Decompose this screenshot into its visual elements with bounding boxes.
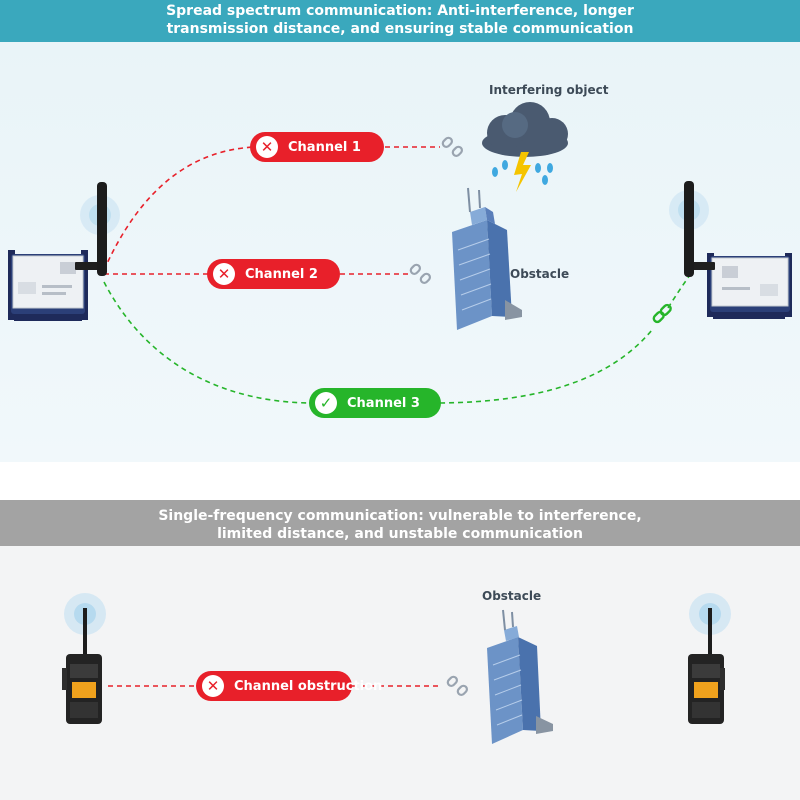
spread-spectrum-title-line1: Spread spectrum communication: Anti-inte… [166, 3, 634, 19]
channel-obstruction-label: Channel obstruction [234, 678, 383, 694]
connected-link-icon [652, 303, 672, 324]
channel-1-label: Channel 1 [288, 139, 361, 155]
channel-2-label: Channel 2 [245, 266, 318, 282]
single-frequency-title-line1: Single-frequency communication: vulnerab… [158, 508, 642, 524]
cross-icon: ✕ [202, 675, 224, 697]
channel-obstruction-pill: ✕ Channel obstruction [196, 671, 382, 701]
left-radio-module [8, 182, 120, 321]
channel-2-pill: ✕ Channel 2 [207, 259, 340, 289]
cross-icon: ✕ [256, 136, 278, 158]
check-icon: ✓ [315, 392, 337, 414]
channel-3-path-right [439, 329, 653, 404]
left-walkie-talkie-icon [62, 593, 106, 724]
spread-spectrum-title: Spread spectrum communication: Anti-inte… [0, 0, 800, 42]
right-walkie-talkie-icon [688, 593, 731, 724]
broken-link-icon-1 [441, 136, 464, 158]
broken-link-icon-3 [446, 675, 469, 697]
channel-3-path-end [667, 274, 691, 309]
channel-3-path [103, 281, 311, 404]
spread-spectrum-title-line2: transmission distance, and ensuring stab… [166, 21, 634, 37]
right-radio-module [669, 181, 792, 319]
obstacle-building-icon-bottom [487, 609, 553, 744]
single-frequency-title: Single-frequency communication: vulnerab… [0, 500, 800, 546]
channel-3-pill: ✓ Channel 3 [309, 388, 441, 418]
left-antenna [97, 182, 107, 276]
single-frequency-title-line2: limited distance, and unstable communica… [217, 526, 583, 542]
channel-3-label: Channel 3 [347, 395, 420, 411]
obstacle-label-top: Obstacle [510, 267, 570, 281]
right-antenna [684, 181, 694, 277]
cross-icon: ✕ [213, 263, 235, 285]
obstacle-label-bottom: Obstacle [482, 589, 542, 603]
channel-1-path [103, 146, 256, 271]
broken-link-icon-2 [409, 263, 432, 285]
channel-1-pill: ✕ Channel 1 [250, 132, 384, 162]
obstacle-building-icon [452, 187, 522, 330]
storm-cloud-icon [482, 102, 568, 192]
single-frequency-panel [0, 546, 800, 800]
interfering-object-label: Interfering object [489, 83, 609, 97]
